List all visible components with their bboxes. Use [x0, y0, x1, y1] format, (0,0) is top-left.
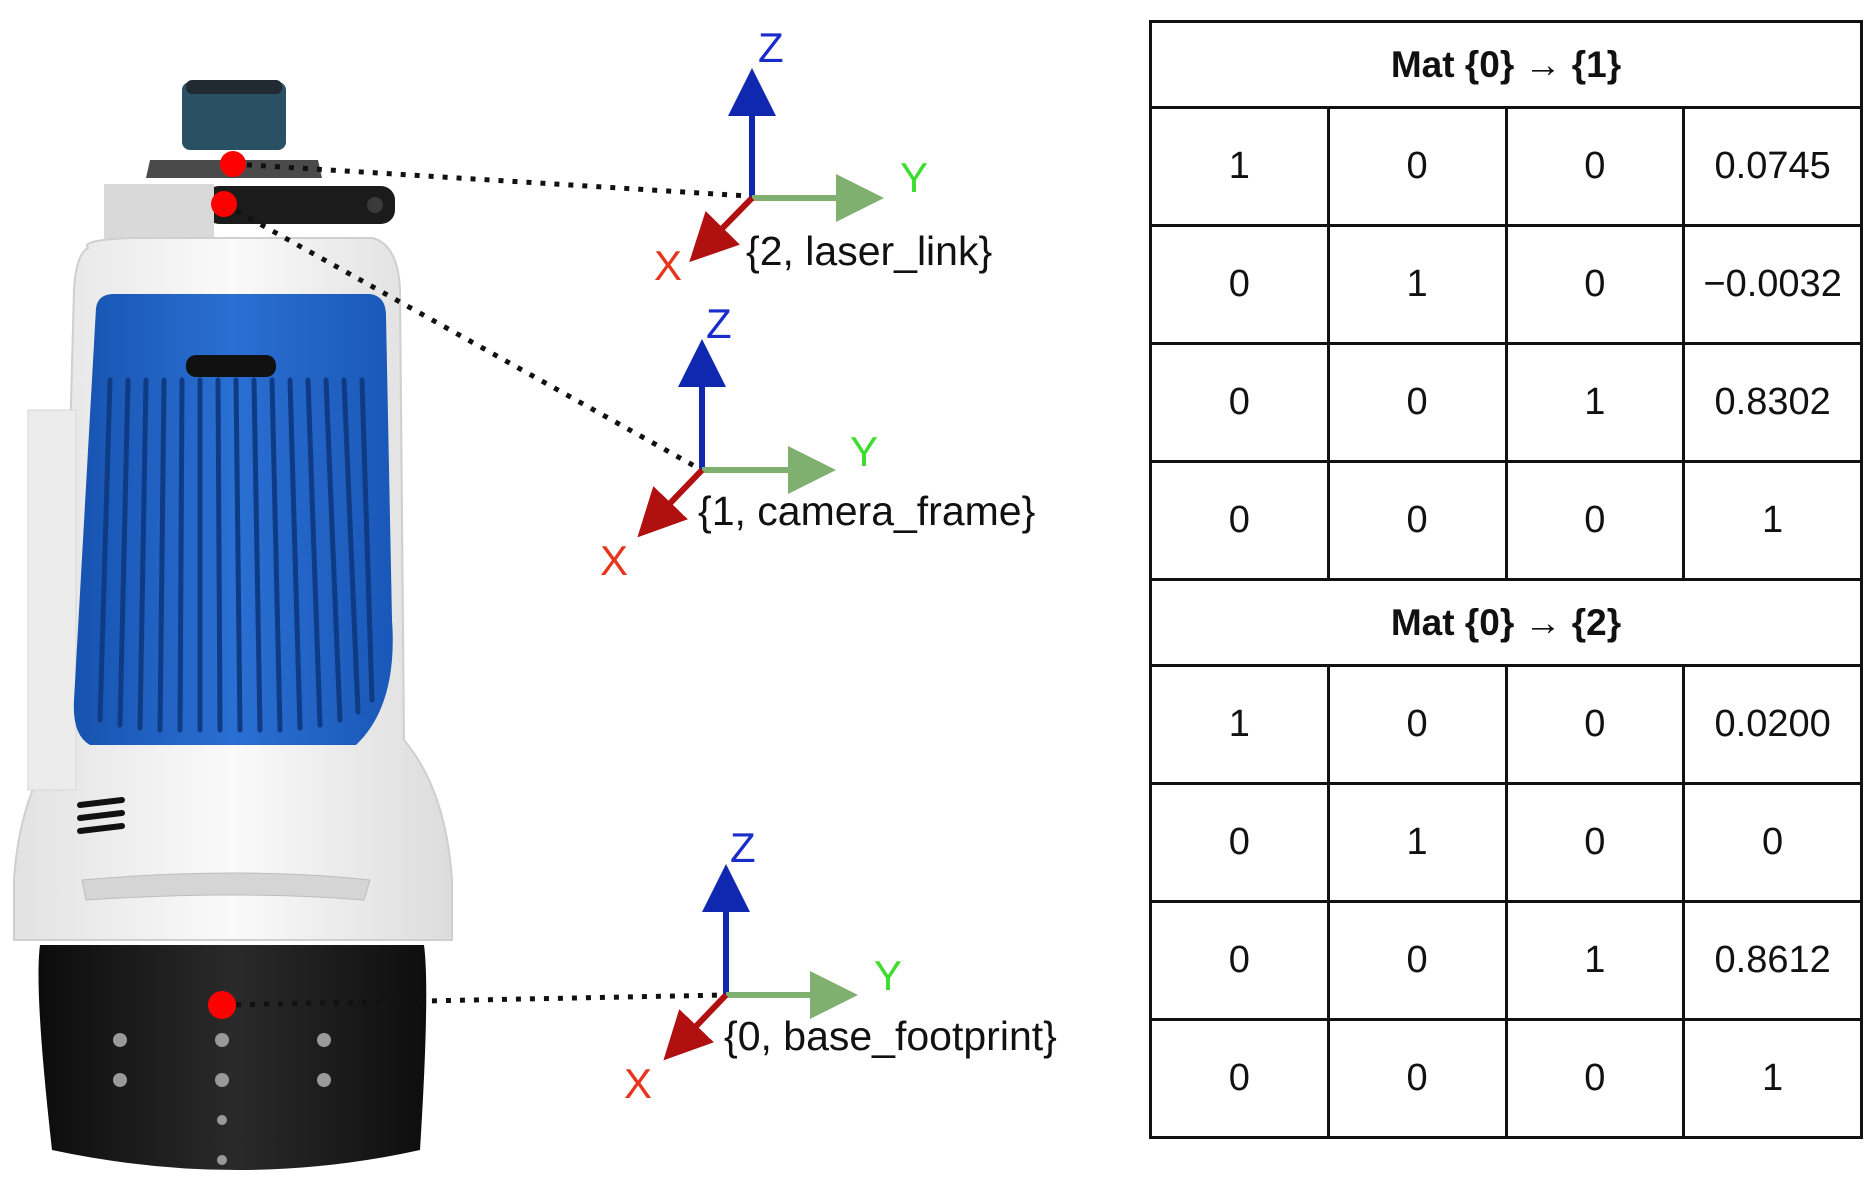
robot-illustration [13, 80, 453, 1170]
matrix-cell: 0 [1504, 782, 1686, 903]
matrix-cell: 1 [1326, 224, 1508, 345]
camera-y-label: Y [850, 428, 878, 475]
matrix-cell: 0 [1682, 782, 1863, 903]
base-y-label: Y [874, 952, 902, 999]
leader-lines [221, 161, 749, 1008]
matrix-cell: 0 [1149, 460, 1330, 581]
matrix-cell: 0 [1504, 106, 1686, 227]
matrix-cell: 0 [1326, 900, 1508, 1021]
matrix-cell: 0 [1149, 900, 1330, 1021]
matrix-cell: 1 [1149, 106, 1330, 227]
lidar-cap [186, 80, 282, 94]
mesh-slots [97, 377, 375, 733]
camera-z-label: Z [706, 300, 732, 347]
base-x-label: X [624, 1060, 652, 1107]
laser-y-label: Y [900, 154, 928, 201]
matrix-cell: −0.0032 [1682, 224, 1863, 345]
matrix-2-title-row: Mat {0} → {2} [1149, 578, 1863, 667]
base-z-label: Z [730, 824, 756, 871]
frame-laser: Z Y X {2, laser_link} [654, 24, 992, 289]
laser-x-label: X [654, 242, 682, 289]
handle-groove [81, 872, 371, 901]
matrix-1-row: 0 1 0 −0.0032 [1149, 224, 1863, 345]
camera-x-label: X [600, 537, 628, 584]
matrix-1-row: 0 0 0 1 [1149, 460, 1863, 581]
matrix-cell: 0 [1326, 342, 1508, 463]
matrix-cell: 0.0200 [1682, 664, 1863, 785]
matrix-1-row: 1 0 0 0.0745 [1149, 106, 1863, 227]
base-screws [113, 1033, 331, 1165]
matrix-2-row: 0 1 0 0 [1149, 782, 1863, 903]
matrix-cell: 0 [1326, 664, 1508, 785]
matrix-cell: 0.8612 [1682, 900, 1863, 1021]
laser-z-label: Z [758, 24, 784, 71]
matrix-cell: 0 [1504, 224, 1686, 345]
laser-x-axis [689, 195, 755, 263]
frame-markers [208, 151, 246, 1019]
matrix-2-row: 1 0 0 0.0200 [1149, 664, 1863, 785]
matrix-cell: 0.8302 [1682, 342, 1863, 463]
matrix-1-title-row: Mat {0} → {1} [1149, 20, 1863, 109]
matrix-1-row: 0 0 1 0.8302 [1149, 342, 1863, 463]
base-x-axis [663, 992, 729, 1061]
lidar-sensor [182, 82, 286, 150]
frame-base: Z Y X {0, base_footprint} [624, 824, 1057, 1107]
matrix-cell: 1 [1326, 782, 1508, 903]
transform-matrix-table: Mat {0} → {1} 1 0 0 0.0745 0 1 0 −0.0032… [1149, 20, 1863, 1139]
matrix-cell: 0 [1326, 460, 1508, 581]
matrix-2-row: 0 0 1 0.8612 [1149, 900, 1863, 1021]
matrix-cell: 0 [1149, 224, 1330, 345]
matrix-cell: 0 [1504, 664, 1686, 785]
matrix-cell: 1 [1682, 460, 1863, 581]
base-marker [208, 991, 236, 1019]
matrix-cell: 0 [1504, 460, 1686, 581]
matrix-cell: 1 [1504, 342, 1686, 463]
robot-base [38, 945, 427, 1170]
matrix-cell: 1 [1149, 664, 1330, 785]
blue-backrest [73, 294, 393, 745]
matrix-cell: 0 [1149, 1018, 1330, 1139]
matrix-cell: 0 [1149, 342, 1330, 463]
shell-vents [77, 797, 125, 834]
camera-marker [211, 191, 237, 217]
base-frame-label: {0, base_footprint} [724, 1013, 1057, 1059]
matrix-cell: 0 [1326, 1018, 1508, 1139]
matrix-cell: 1 [1682, 1018, 1863, 1139]
leader-laser [232, 161, 749, 199]
matrix-body: Mat {0} → {1} 1 0 0 0.0745 0 1 0 −0.0032… [1149, 20, 1863, 1139]
mount-bracket [104, 184, 214, 246]
matrix-cell: 0.0745 [1682, 106, 1863, 227]
matrix-cell: 0 [1326, 106, 1508, 227]
matrix-cell: 0 [1504, 1018, 1686, 1139]
matrix-2-title: Mat {0} → {2} [1149, 578, 1863, 667]
depth-camera [205, 186, 395, 224]
camera-frame-label: {1, camera_frame} [698, 488, 1035, 534]
matrix-2-row: 0 0 0 1 [1149, 1018, 1863, 1139]
side-panel [27, 409, 77, 791]
frame-camera: Z Y X {1, camera_frame} [600, 300, 1035, 584]
laser-frame-label: {2, laser_link} [746, 228, 992, 274]
leader-camera [222, 201, 700, 471]
matrix-1-title: Mat {0} → {1} [1149, 20, 1863, 109]
matrix-cell: 0 [1149, 782, 1330, 903]
front-camera-strip [186, 355, 276, 377]
laser-marker [220, 151, 246, 177]
camera-x-axis [637, 467, 705, 538]
matrix-cell: 1 [1504, 900, 1686, 1021]
